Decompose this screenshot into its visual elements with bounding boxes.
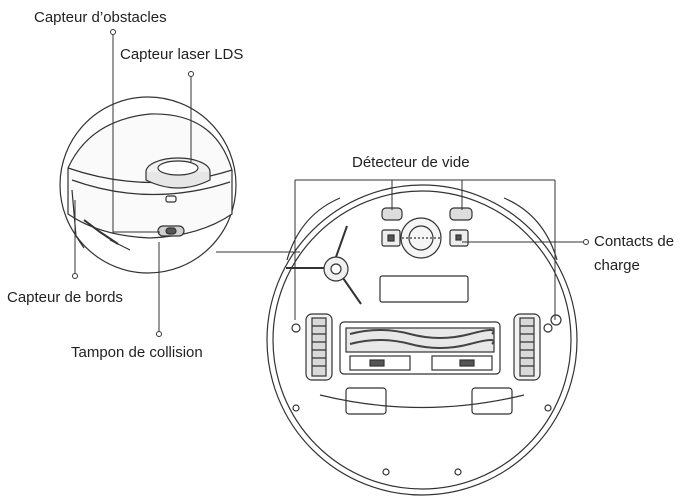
left-wheel — [305, 313, 333, 381]
side-brush — [286, 225, 362, 305]
label-charge-contacts-line1: Contacts de — [594, 233, 675, 250]
label-charge-contacts-line2: charge — [594, 257, 640, 274]
top-button — [165, 195, 177, 203]
bottom-view — [266, 184, 578, 496]
screws — [291, 314, 562, 476]
caster-wheel — [400, 217, 442, 259]
cliff-sensor-right — [449, 207, 473, 221]
label-collision-bumper: Tampon de collision — [71, 344, 203, 361]
label-void-detector: Détecteur de vide — [352, 154, 470, 171]
label-lds-sensor: Capteur laser LDS — [120, 46, 244, 63]
label-plate — [379, 275, 469, 303]
mop-slot-right — [471, 387, 513, 415]
label-obstacle-sensor: Capteur d’obstacles — [34, 9, 167, 26]
top-view-detail — [59, 96, 237, 274]
callout-lines — [72, 29, 589, 337]
main-brush — [339, 321, 501, 375]
right-wheel — [513, 313, 541, 381]
label-edge-sensor: Capteur de bords — [7, 289, 123, 306]
